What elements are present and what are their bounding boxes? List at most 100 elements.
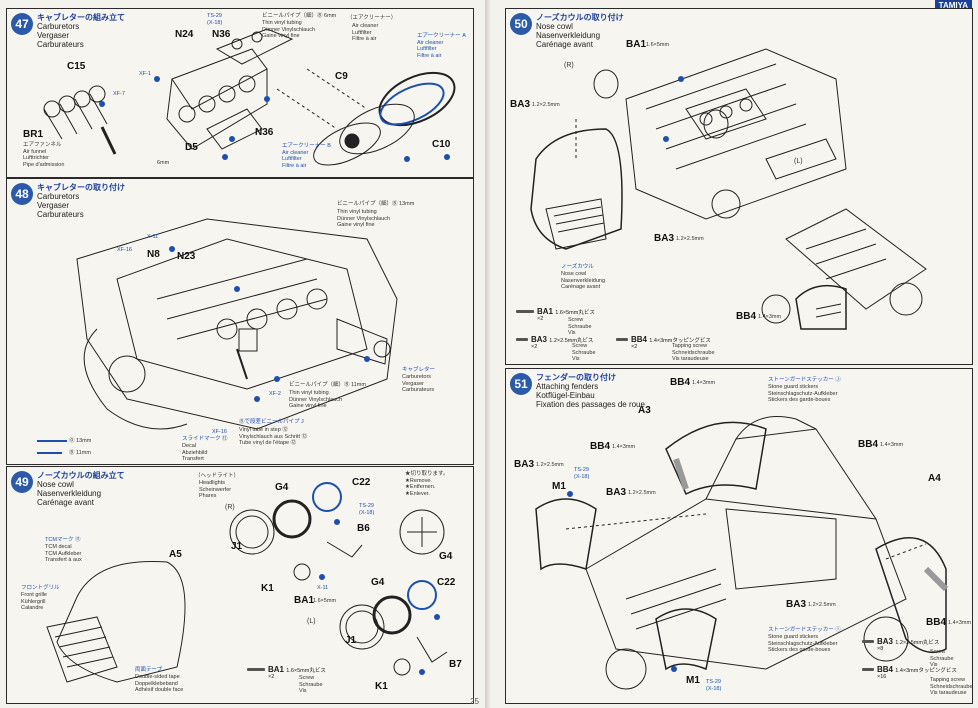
part-label: BB4 [858,439,879,450]
step-title-jp: キャブレターの組み立て [37,13,125,22]
part-label: N8 [147,249,160,260]
hardware-desc: Tapping screw Schneidschraube Vis taraud… [672,343,715,362]
hardware-qty: ×8 [877,646,884,652]
hardware-desc: Screw Schraube Vis [568,317,592,336]
paint-ts29: TS-29 (X-18) [207,13,223,26]
step-50-drawing [530,48,927,330]
air-cleaner-a-note: エアークリーナー A Air cleaner Luftfilter Filtre… [417,33,466,59]
part-label: C22 [437,577,456,588]
hardware-qty: ×2 [268,674,275,680]
step-title-fr: Carburateurs [37,210,84,219]
tubing-note: Thin vinyl tubing Dünner Vinylschlauch G… [262,20,316,39]
part-label: C10 [432,139,451,150]
hardware-desc: Tapping screw Schneidschraube Vis taraud… [930,677,973,696]
step-title-de: Vergaser [37,201,70,210]
step-title-fr: Carburateurs [37,40,84,49]
step-title-fr: Carénage avant [37,498,94,507]
hardware-qty: ×2 [537,316,544,322]
stone-guard-note-jp: ストーンガードステッカー Ⓙ [768,377,841,383]
decal-note: Decal Abziehbild Transfert [182,443,208,462]
part-label: A4 [928,473,941,484]
air-cleaner-heading-jp: （エアクリーナー） [347,15,397,21]
hardware-qty: ×16 [877,674,887,680]
part-size: 1.2×2.5mm [676,236,704,242]
part-label: G4 [439,551,453,562]
grille-note: Front grille Kühlergrill Calandre [21,592,47,611]
step-title-jp: キャブレターの取り付け [37,183,125,192]
step-51-panel: 51 フェンダーの取り付け Attaching fenders Kotflüge… [505,368,973,704]
step-title-jp: ノーズカウルの組み立て [37,471,125,480]
part-label: M1 [552,481,566,492]
hardware-ba3: BA3 1.2×2.5mm丸ビス ×8 [862,637,939,652]
part-size: 1.4×3mm [948,620,972,626]
step-50-panel: 50 ノーズカウルの取り付け Nose cowl Nasenverkleidun… [505,8,973,365]
step-47-panel: 47 キャブレターの組み立て Carburetors Vergaser Carb… [6,8,474,178]
carb-note-jp: キャブレター [402,367,436,373]
hardware-code: BA1 [268,665,285,674]
right-side-mark: (R) [225,504,235,511]
step-title: ノーズカウルの組み立て Nose cowl Nasenverkleidung C… [37,471,125,507]
paint-x11: X-11 [317,585,329,591]
hardware-ba1: BA1 1.6×5mm丸ビス ×2 [247,665,326,680]
hardware-qty: ×2 [531,344,538,350]
part-size: 1.4×3mm [880,442,904,448]
part-size: 1.4×3mm [758,314,782,320]
part-label: J1 [345,635,357,646]
step-title: ノーズカウルの取り付け Nose cowl Nasenverkleidung C… [536,13,624,49]
screw-icon [516,338,528,342]
screw-icon [862,668,874,672]
part-label: A5 [169,549,182,560]
step-49-drawing [46,482,448,683]
tcm-decal-note: TCM decal TCM Aufkleber Transfert à aux [45,544,82,563]
step-number-badge: 51 [510,373,532,395]
part-label: K1 [375,681,388,692]
hardware-code: BB4 [631,335,648,344]
part-label: B7 [449,659,462,670]
step-title: キャブレターの取り付け Carburetors Vergaser Carbura… [37,183,125,219]
part-label: A3 [638,405,651,416]
hardware-desc: Screw Schraube Vis [572,343,596,362]
stone-guard-note: Stone guard stickers Steinschlagschutz-A… [768,384,838,403]
step-title-en: Attaching fenders [536,382,599,391]
part-label: BA3 [786,599,807,610]
part-label: M1 [686,675,700,686]
tcm-decal-note-jp: TCMマーク ⑪ [45,537,81,543]
decal-note-jp: スライドマーク ⑫ [182,436,228,442]
step-49-panel: 49 ノーズカウルの組み立て Nose cowl Nasenverkleidun… [6,466,474,704]
hardware-qty: ×2 [631,344,638,350]
part-label: D5 [185,142,198,153]
part-label: G4 [371,577,385,588]
hardware-ba1: BA1 1.6×5mm丸ビス ×2 [516,307,595,322]
paint-xf16: XF-16 [117,247,132,253]
part-size: 1.4×3mm [692,380,716,386]
part-label: BB4 [736,311,757,322]
hardware-size: 1.4×3mmタッピングビス [649,338,711,344]
step-48-drawing [37,218,398,454]
part-label: N24 [175,29,194,40]
tape-note-jp: 両面テープ [135,667,163,673]
step-title: キャブレターの組み立て Carburetors Vergaser Carbura… [37,13,125,49]
step-title-en: Carburetors [37,22,80,31]
cowl-note: Nose cowl Nasenverkleidung Carénage avan… [561,271,606,290]
remove-note: ★切り取ります。 ★Remove. ★Entfernen. ★Enlever. [405,471,449,497]
step-title: フェンダーの取り付け Attaching fenders Kotflügel-E… [536,373,645,409]
paint-ts29: TS-29 (X-18) [574,467,590,480]
hardware-size: 1.2×2.5mm丸ビス [549,338,594,344]
part-label: BA3 [514,459,535,470]
part-label: N36 [255,127,274,138]
part-size: 1.2×2.5mm [628,490,656,496]
part-label: BB4 [590,441,611,452]
tubing-note: Thin vinyl tubing Dünner Vinylschlauch G… [337,209,391,228]
hardware-ba3: BA3 1.2×2.5mm丸ビス ×2 [516,335,593,350]
part-size: 1.2×2.5mm [532,102,560,108]
grille-note-jp: フロントグリル [21,585,60,591]
part-label: K1 [261,583,274,594]
stone-guard-note2-jp: ストーンガードステッカー Ⓘ [768,627,841,633]
part-label: BA3 [606,487,627,498]
part-label: BA3 [654,233,675,244]
step-title-de: Vergaser [37,31,70,40]
step-title-en: Nose cowl [37,480,74,489]
part-label: J1 [231,541,243,552]
step-title-en: Carburetors [37,192,80,201]
hardware-bb4: BB4 1.4×3mmタッピングビス ×16 [862,665,957,680]
